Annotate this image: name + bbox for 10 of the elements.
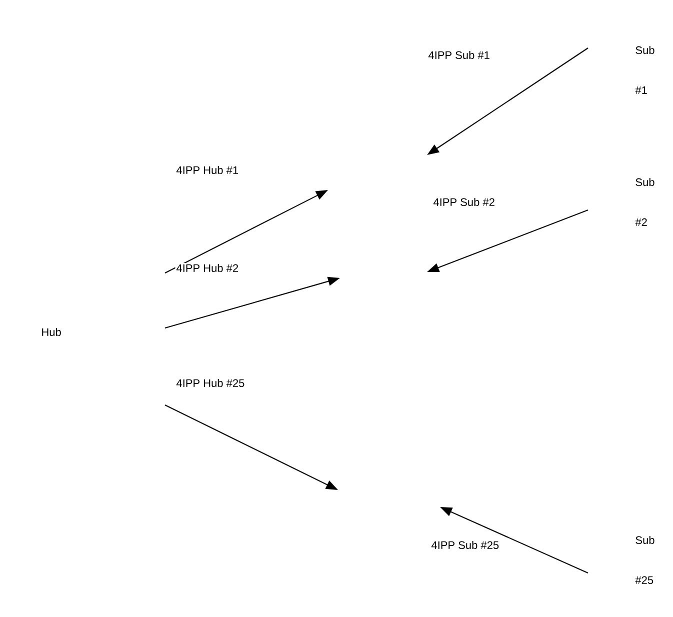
arrow-label: 4IPP Hub #25 xyxy=(175,378,246,388)
arrow-label: 4IPP Sub #25 xyxy=(430,540,500,550)
arrow-label: 4IPP Sub #1 xyxy=(427,50,491,60)
node-label: Sub #2 xyxy=(635,178,654,226)
node-label: Hub xyxy=(42,328,61,336)
node-label: Sub #25 xyxy=(635,536,654,584)
node-label: Sub #1 xyxy=(635,46,654,94)
arrow-label: 4IPP Sub #2 xyxy=(432,196,496,208)
arrow-label: 4IPP Hub #1 xyxy=(175,164,240,176)
arrow-label: 4IPP Hub #2 xyxy=(175,262,240,274)
